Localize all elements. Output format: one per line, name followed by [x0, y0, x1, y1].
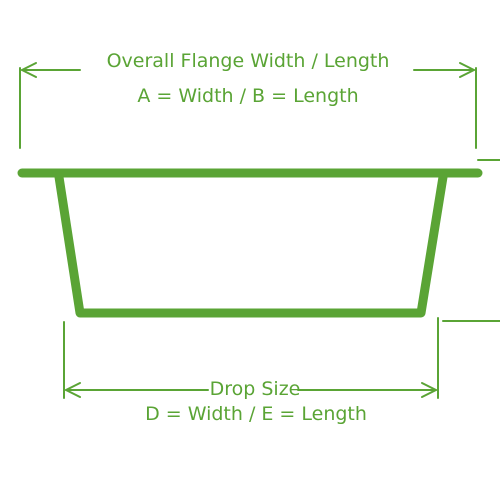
- tray-body: [54, 172, 448, 318]
- flange-arrowhead-left: [21, 62, 37, 78]
- drop-dimension-subtitle: D = Width / E = Length: [145, 403, 367, 425]
- drop-arrowhead-left: [65, 382, 81, 398]
- drop-dimension-title: Drop Size: [209, 378, 301, 400]
- drop-arrowhead-right: [421, 382, 437, 398]
- flange-dimension-title: Overall Flange Width / Length: [106, 50, 390, 72]
- flange-dimension-subtitle: A = Width / B = Length: [137, 85, 359, 107]
- flange-arrowhead-right: [459, 62, 475, 78]
